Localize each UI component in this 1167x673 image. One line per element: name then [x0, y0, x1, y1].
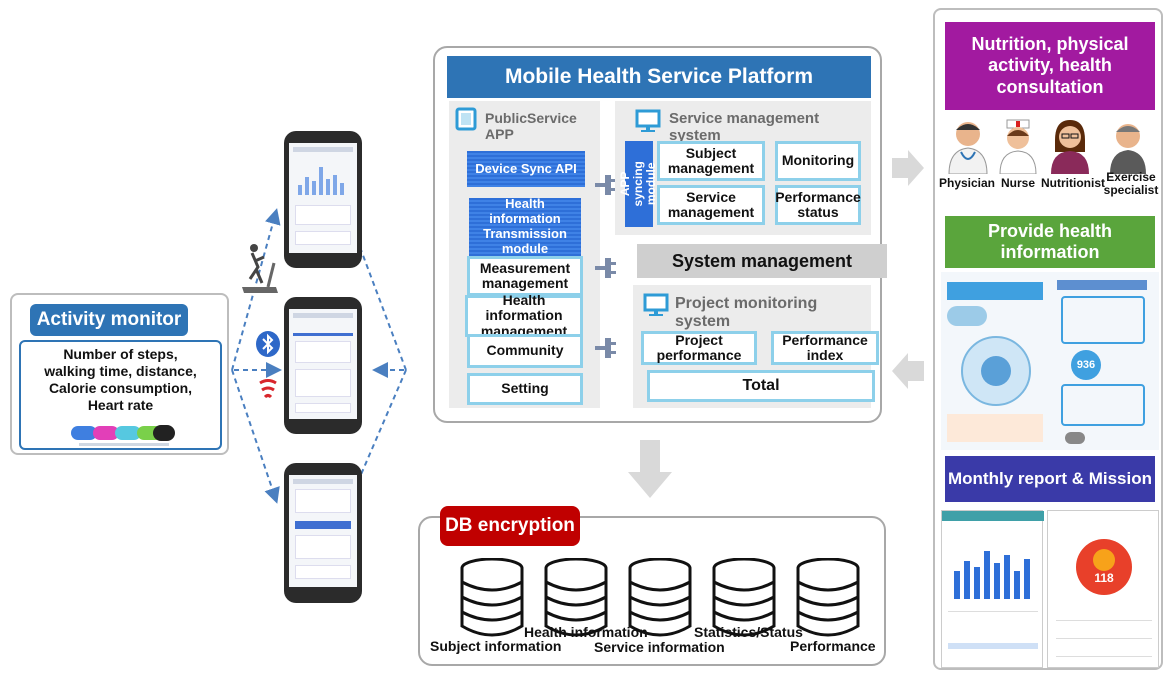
activity-metrics-text: Number of steps, walking time, distance,…	[21, 346, 220, 414]
system-management-bar: System management	[637, 244, 887, 278]
public-service-app-panel: PublicService APP Device Sync API Health…	[449, 101, 600, 408]
performance-index-box: Performance index	[771, 331, 879, 365]
db-label-service: Service information	[594, 639, 725, 655]
mobile-health-platform: Mobile Health Service Platform PublicSer…	[433, 46, 887, 423]
plug-connector-2	[595, 258, 616, 278]
nutritionist-icon	[1051, 120, 1089, 174]
project-monitoring-panel: Project monitoring system Project perfor…	[633, 285, 879, 408]
treadmill-icon	[242, 244, 278, 293]
db-encryption-panel: DB encryption Subject information Health…	[418, 506, 886, 666]
services-column: Nutrition, physical activity, health con…	[933, 8, 1163, 670]
metric-line: walking time, distance,	[44, 363, 197, 379]
right-arrow	[892, 150, 924, 186]
smartphone-middle	[284, 297, 362, 434]
db-label-subject: Subject information	[430, 638, 562, 654]
monthly-report-mission-title: Monthly report & Mission	[945, 456, 1155, 502]
phone-chart-image	[298, 167, 344, 195]
monthly-report-screenshot	[941, 510, 1044, 668]
community-box: Community	[467, 334, 583, 368]
device-sync-api-box: Device Sync API	[467, 151, 585, 187]
nutritionist-label: Nutritionist	[1041, 176, 1105, 190]
measurement-management-box: Measurement management	[467, 256, 583, 296]
metric-line: Heart rate	[87, 397, 154, 413]
platform-title: Mobile Health Service Platform	[447, 56, 871, 98]
mission-screenshot: 118	[1047, 510, 1159, 668]
monitoring-box: Monitoring	[775, 141, 861, 181]
monitor-icon	[635, 109, 661, 132]
left-arrow	[892, 353, 924, 389]
metric-line: Calorie consumption,	[48, 380, 193, 396]
health-information-management-box: Health information management	[465, 292, 583, 338]
app-syncing-module-label: APP syncing module	[618, 161, 659, 207]
poster-badge: 936	[1071, 350, 1101, 380]
activity-monitor-title: Activity monitor	[30, 304, 188, 336]
app-syncing-module: APP syncing module	[618, 141, 659, 227]
nurse-label: Nurse	[1000, 176, 1035, 190]
project-performance-box: Project performance	[641, 331, 757, 365]
physician-label: Physician	[938, 176, 996, 190]
mission-value: 118	[1094, 571, 1114, 585]
monitor-icon	[643, 293, 669, 316]
service-management-box: Service management	[657, 185, 765, 225]
nurse-icon	[999, 119, 1037, 174]
smartphone-bottom	[284, 463, 362, 603]
db-label-health: Health information	[524, 624, 648, 640]
bluetooth-icon	[256, 331, 280, 357]
activity-monitor-panel: Activity monitor Number of steps, walkin…	[10, 293, 229, 455]
smartphone-top	[284, 131, 362, 268]
activity-monitor-description: Number of steps, walking time, distance,…	[19, 340, 222, 450]
tablet-icon	[455, 107, 477, 131]
provide-health-information-title: Provide health information	[945, 216, 1155, 268]
database-icons	[460, 558, 860, 637]
phone-screen	[289, 309, 357, 419]
down-arrow	[628, 440, 672, 498]
service-management-panel: Service management system APP syncing mo…	[615, 101, 871, 235]
nutrition-consultation-title: Nutrition, physical activity, health con…	[945, 22, 1155, 110]
subject-management-box: Subject management	[657, 141, 765, 181]
performance-status-box: Performance status	[775, 185, 861, 225]
setting-box: Setting	[467, 373, 583, 405]
metric-line: Number of steps,	[63, 346, 178, 362]
physician-icon	[948, 122, 988, 174]
mission-badge: 118	[1076, 539, 1132, 595]
health-transmission-module-box: Health information Transmission module	[469, 196, 581, 256]
db-label-performance: Performance	[790, 638, 876, 654]
db-encryption-title: DB encryption	[440, 506, 580, 546]
public-service-app-label: PublicService APP	[485, 110, 577, 142]
project-monitoring-label: Project monitoring system	[675, 295, 818, 330]
service-management-label: Service management system	[669, 110, 820, 144]
plug-connector-1	[595, 175, 616, 195]
plug-connector-3	[595, 338, 616, 358]
exercise-specialist-icon	[1110, 124, 1146, 174]
report-bar-chart	[954, 551, 1030, 599]
phone-screen	[289, 475, 357, 587]
health-information-poster: 936	[941, 272, 1159, 450]
exercise-specialist-label: Exercise specialist	[1103, 170, 1159, 198]
wireless-signal-icon	[259, 379, 277, 399]
wristband-devices-image	[71, 425, 175, 446]
phone-screen	[289, 143, 357, 253]
db-label-statistics: Statistics/Status	[694, 624, 803, 640]
total-box: Total	[647, 370, 875, 402]
